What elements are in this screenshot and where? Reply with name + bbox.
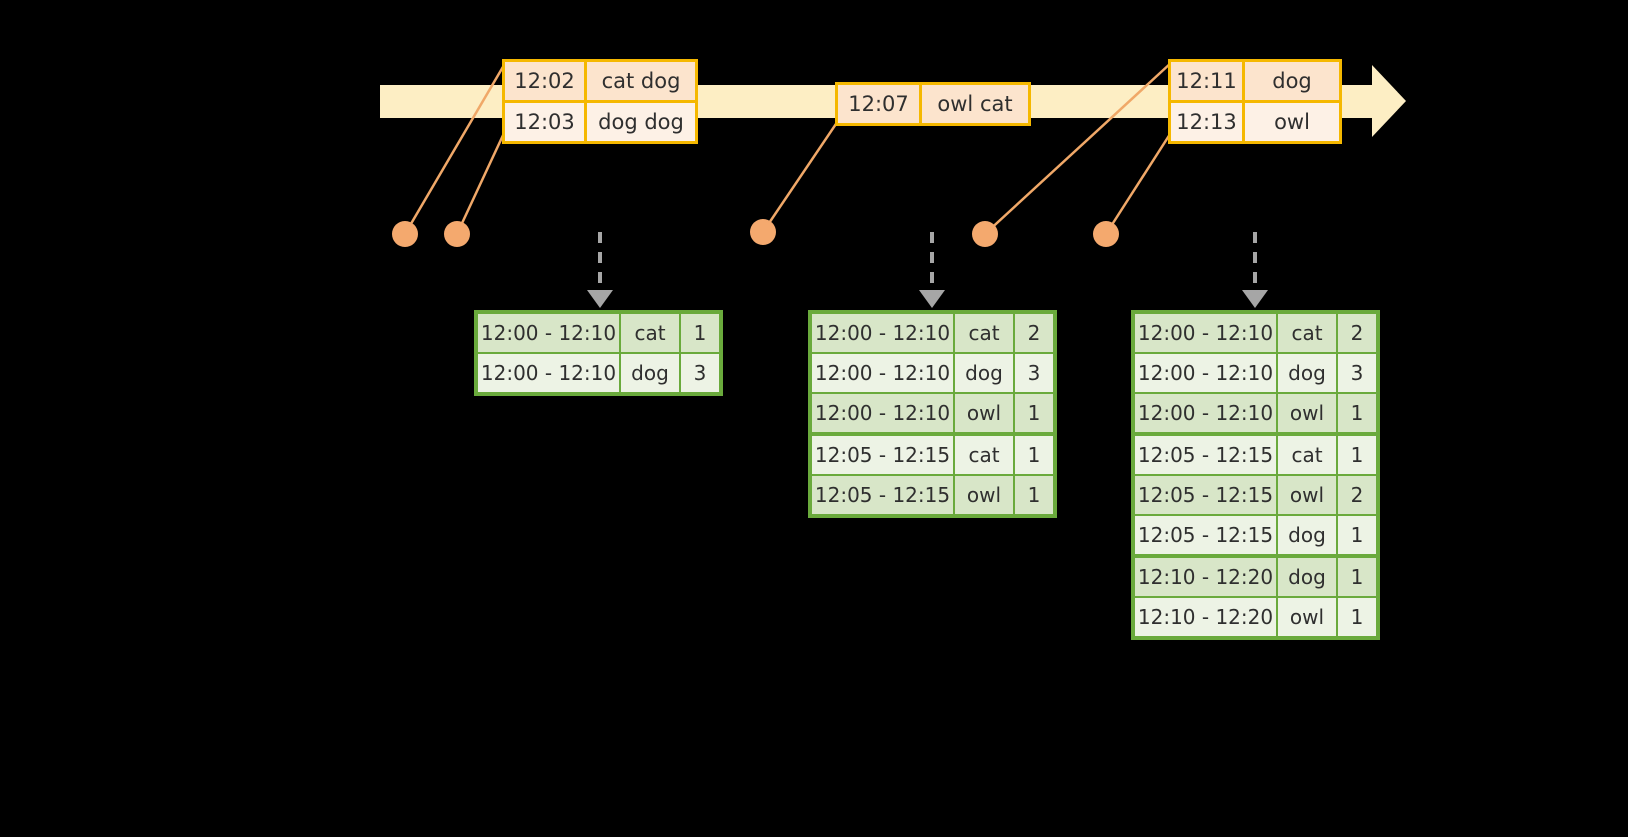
window-cell: 12:10 - 12:20 [1135, 598, 1278, 636]
count-cell: 1 [681, 314, 719, 352]
window-cell: 12:00 - 12:10 [812, 314, 955, 352]
event-payload: dog [1245, 62, 1339, 100]
emit-arrow-2-head-icon [919, 290, 945, 308]
event-timestamp: 12:07 [838, 85, 922, 123]
window-cell: 12:05 - 12:15 [1135, 436, 1278, 474]
count-cell: 2 [1015, 314, 1053, 352]
key-cell: owl [955, 476, 1015, 514]
event-timestamp: 12:11 [1171, 62, 1245, 100]
event-box-3: 12:11 dog 12:13 owl [1168, 59, 1342, 144]
connector-line-3 [761, 117, 842, 233]
count-cell: 1 [1015, 436, 1053, 474]
event-row: 12:03 dog dog [505, 100, 695, 141]
window-cell: 12:00 - 12:10 [812, 354, 955, 392]
key-cell: dog [1278, 558, 1338, 596]
connector-dot-1 [392, 221, 418, 247]
count-cell: 1 [1338, 516, 1376, 554]
event-payload: owl [1245, 103, 1339, 141]
window-cell: 12:00 - 12:10 [478, 354, 621, 392]
event-row: 12:11 dog [1171, 62, 1339, 100]
emit-arrow-1-head-icon [587, 290, 613, 308]
window-cell: 12:00 - 12:10 [478, 314, 621, 352]
event-payload: owl cat [922, 85, 1028, 123]
key-cell: cat [1278, 436, 1338, 474]
event-payload: dog dog [587, 103, 695, 141]
event-payload: cat dog [587, 62, 695, 100]
count-cell: 3 [1338, 354, 1376, 392]
connector-line-2 [455, 130, 507, 235]
key-cell: dog [1278, 516, 1338, 554]
window-cell: 12:10 - 12:20 [1135, 558, 1278, 596]
event-timestamp: 12:13 [1171, 103, 1245, 141]
count-cell: 2 [1338, 476, 1376, 514]
event-box-2: 12:07 owl cat [835, 82, 1031, 126]
key-cell: owl [1278, 598, 1338, 636]
window-cell: 12:00 - 12:10 [1135, 354, 1278, 392]
window-cell: 12:00 - 12:10 [1135, 314, 1278, 352]
event-row: 12:02 cat dog [505, 62, 695, 100]
event-timestamp: 12:02 [505, 62, 587, 100]
event-timestamp: 12:03 [505, 103, 587, 141]
key-cell: owl [1278, 476, 1338, 514]
count-cell: 1 [1015, 476, 1053, 514]
key-cell: owl [955, 394, 1015, 432]
count-cell: 1 [1015, 394, 1053, 432]
event-row: 12:13 owl [1171, 100, 1339, 141]
count-cell: 1 [1338, 436, 1376, 474]
window-cell: 12:05 - 12:15 [812, 476, 955, 514]
connector-dot-4 [972, 221, 998, 247]
connector-dot-2 [444, 221, 470, 247]
key-cell: dog [955, 354, 1015, 392]
count-cell: 1 [1338, 598, 1376, 636]
key-cell: cat [955, 314, 1015, 352]
emit-arrow-3-head-icon [1242, 290, 1268, 308]
timeline-arrowhead-icon [1372, 65, 1406, 137]
key-cell: cat [621, 314, 681, 352]
count-cell: 3 [681, 354, 719, 392]
window-cell: 12:05 - 12:15 [1135, 516, 1278, 554]
window-cell: 12:05 - 12:15 [1135, 476, 1278, 514]
key-cell: cat [955, 436, 1015, 474]
key-cell: owl [1278, 394, 1338, 432]
key-cell: cat [1278, 314, 1338, 352]
count-cell: 3 [1015, 354, 1053, 392]
count-cell: 1 [1338, 394, 1376, 432]
window-cell: 12:05 - 12:15 [812, 436, 955, 474]
event-row: 12:07 owl cat [838, 85, 1028, 123]
window-cell: 12:00 - 12:10 [812, 394, 955, 432]
count-cell: 1 [1338, 558, 1376, 596]
event-box-1: 12:02 cat dog 12:03 dog dog [502, 59, 698, 144]
connector-dot-5 [1093, 221, 1119, 247]
key-cell: dog [621, 354, 681, 392]
count-cell: 2 [1338, 314, 1376, 352]
connector-dot-3 [750, 219, 776, 245]
window-cell: 12:00 - 12:10 [1135, 394, 1278, 432]
key-cell: dog [1278, 354, 1338, 392]
connector-line-5 [1104, 130, 1174, 235]
